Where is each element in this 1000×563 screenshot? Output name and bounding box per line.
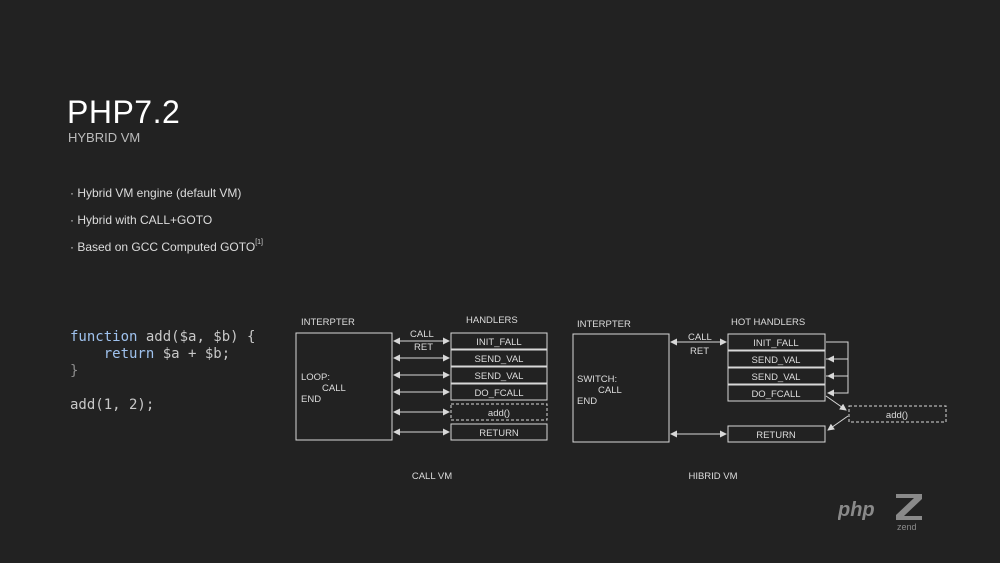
hybrid-vm-add-arrow: [825, 395, 847, 411]
call-vm-ret-label: RET: [414, 342, 433, 353]
hybrid-vm-handler-label: DO_FCALL: [751, 389, 800, 400]
slide-title: PHP7.2: [67, 94, 181, 130]
call-vm-handler-label: SEND_VAL: [475, 354, 524, 365]
code-text: add($a, $b) {: [137, 329, 256, 345]
call-vm-interpreter-box: [295, 332, 393, 441]
call-vm-call-label: CALL: [410, 329, 434, 340]
hybrid-vm-chain-arrow: [826, 341, 849, 363]
hybrid-vm-handler-label: RETURN: [756, 430, 796, 441]
hybrid-vm-call-label: CALL: [688, 332, 712, 343]
logo-graphic: php zend: [837, 494, 922, 532]
hybrid-vm-ret-label: RET: [690, 346, 709, 357]
hybrid-vm-interp-line: END: [577, 396, 597, 407]
code-text: }: [70, 363, 79, 379]
bullet-item: · Based on GCC Computed GOTO[1]: [70, 239, 263, 254]
hybrid-vm-interp-line: SWITCH:: [577, 374, 617, 385]
hybrid-vm-handler-box: [727, 333, 826, 351]
hybrid-vm-chain-arrow: [826, 375, 849, 397]
call-vm-handler-label: SEND_VAL: [475, 371, 524, 382]
call-vm-handler-label: RETURN: [479, 428, 519, 439]
footnote-ref: [1]: [255, 239, 263, 246]
zend-logo-text: zend: [897, 522, 917, 532]
call-vm-interp-label: INTERPTER: [301, 317, 355, 328]
call-vm-interp-line: CALL: [322, 383, 346, 394]
code-text: $a + $b;: [154, 346, 231, 362]
code-sample: function add($a, $b) { return $a + $b; }…: [70, 329, 255, 414]
call-vm-interp-line: END: [301, 394, 321, 405]
hybrid-vm-chain-arrow: [826, 358, 849, 380]
call-vm-handler-label: DO_FCALL: [474, 388, 523, 399]
hybrid-vm-side-box: [848, 405, 947, 423]
hybrid-vm-handler-box: [727, 367, 826, 385]
call-vm-interp-line: LOOP:: [301, 372, 330, 383]
call-vm-handler-box: [450, 423, 548, 441]
slide-subtitle: HYBRID VM: [68, 130, 141, 145]
call-vm-handler-box-dashed: [450, 403, 548, 421]
hybrid-vm-caption: HIBRID VM: [688, 471, 737, 482]
hybrid-vm-side-label: add(): [886, 410, 908, 421]
hybrid-vm-handler-box: [727, 384, 826, 402]
hybrid-vm-handler-label: SEND_VAL: [752, 355, 801, 366]
code-keyword: return: [103, 346, 155, 362]
call-vm-handler-box: [450, 332, 548, 350]
hybrid-vm-interp-line: CALL: [598, 385, 622, 396]
hybrid-vm-handlers-label: HOT HANDLERS: [731, 317, 805, 328]
bullet-item: · Hybrid VM engine (default VM): [70, 186, 242, 200]
hybrid-vm-interp-label: INTERPTER: [577, 319, 631, 330]
call-vm-handler-box: [450, 366, 548, 384]
call-vm-handlers-label: HANDLERS: [466, 315, 518, 326]
bullet-item: · Hybrid with CALL+GOTO: [70, 213, 213, 227]
hybrid-vm-handler-label: INIT_FALL: [753, 338, 798, 349]
zend-logo-mark: [896, 494, 922, 520]
call-vm-handler-label: add(): [488, 408, 510, 419]
hybrid-vm-handler-box: [727, 425, 826, 443]
hybrid-vm-interpreter-box: [572, 333, 670, 443]
hybrid-vm-return-arrow: [827, 415, 849, 431]
code-text: add(1, 2);: [70, 397, 155, 413]
hybrid-vm-handler-label: SEND_VAL: [752, 372, 801, 383]
hybrid-vm-handler-box: [727, 350, 826, 368]
code-keyword: function: [70, 329, 138, 345]
call-vm-caption: CALL VM: [412, 471, 452, 482]
call-vm-handler-box: [450, 383, 548, 401]
call-vm-handler-box: [450, 349, 548, 367]
php-zend-logo: php zend: [837, 490, 928, 537]
call-vm-handler-label: INIT_FALL: [476, 337, 521, 348]
php-logo-text: php: [838, 499, 875, 521]
